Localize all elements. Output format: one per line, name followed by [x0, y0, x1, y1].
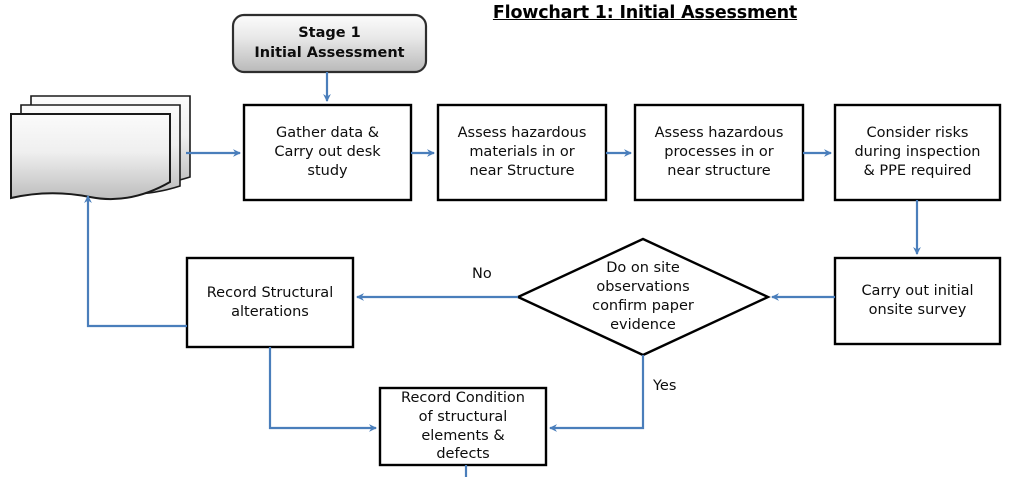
documents-shape	[10, 95, 191, 201]
page-title: Flowchart 1: Initial Assessment	[492, 3, 798, 23]
gather-box[interactable]	[242, 103, 413, 202]
stage-1-shape[interactable]	[231, 13, 428, 74]
connector-alterations-to-condition	[268, 347, 378, 432]
survey-box[interactable]	[833, 256, 1002, 346]
connector-decision-yes-to-condition	[548, 355, 645, 432]
condition-box[interactable]	[378, 386, 548, 467]
risks-box[interactable]	[833, 103, 1002, 202]
materials-box[interactable]	[436, 103, 608, 202]
decision-diamond[interactable]	[515, 237, 771, 357]
processes-box[interactable]	[633, 103, 805, 202]
alterations-box[interactable]	[185, 256, 355, 349]
connector-alterations-to-documents	[84, 194, 187, 328]
